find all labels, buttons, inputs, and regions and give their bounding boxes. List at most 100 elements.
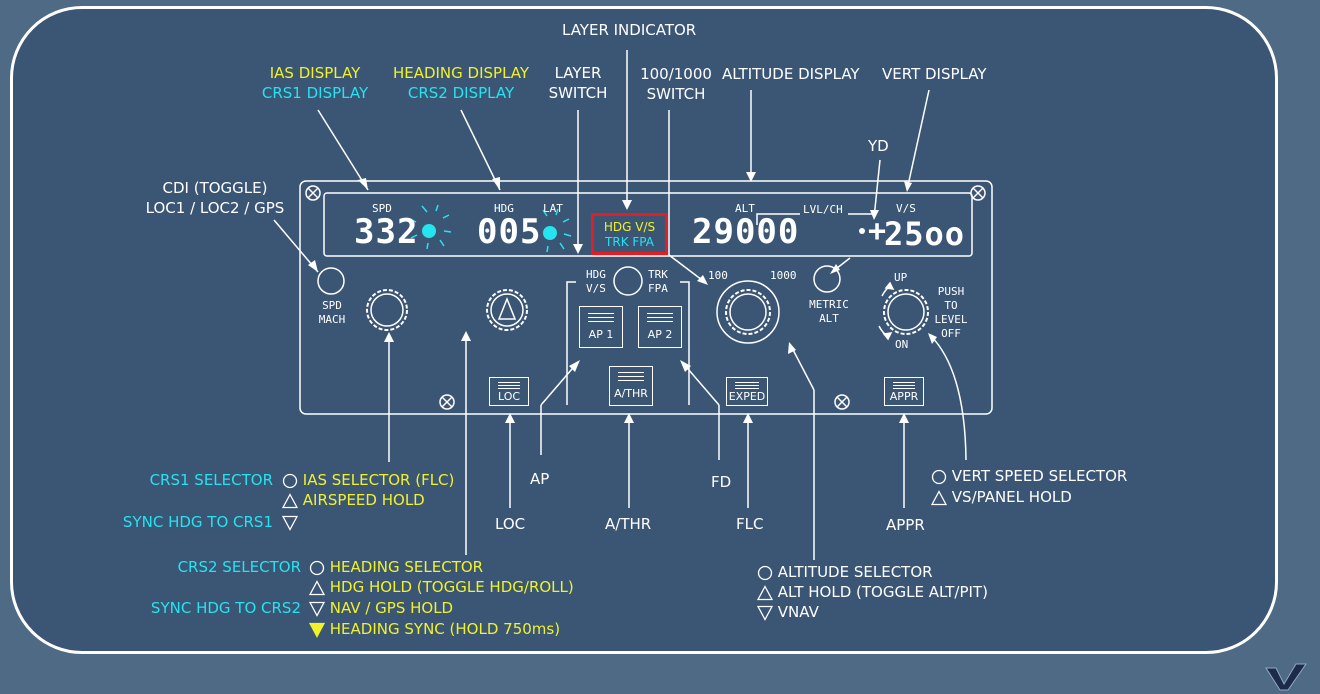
ias-selector-label: IAS SELECTOR (FLC) <box>302 471 455 489</box>
push-level-off-label: PUSH TO LEVEL OFF <box>934 285 968 341</box>
hdg-hold-label: HDG HOLD (TOGGLE HDG/ROLL) <box>329 578 574 596</box>
layer-switch-label-2: SWITCH <box>548 84 608 102</box>
vs-sign: + <box>868 214 888 249</box>
airspeed-hold-label: AIRSPEED HOLD <box>302 491 425 509</box>
ias-display-label: IAS DISPLAY <box>269 64 361 82</box>
metric-alt-label: METRIC ALT <box>808 298 850 326</box>
lat-label: LAT <box>543 202 563 215</box>
spd-knob <box>366 289 408 331</box>
triangle-up-icon <box>282 492 298 508</box>
exped-button[interactable]: EXPED <box>726 377 768 406</box>
ap1-button-label: AP 1 <box>588 328 614 341</box>
triangle-up-icon <box>931 489 947 505</box>
vert-speed-selector-label: VERT SPEED SELECTOR <box>951 467 1128 485</box>
knob-1000-label: 1000 <box>770 269 797 282</box>
push-line1: PUSH <box>937 285 965 298</box>
vnav-label: VNAV <box>777 603 819 621</box>
spd-label: SPD <box>372 202 392 215</box>
metric-alt-line1: METRIC <box>809 298 849 311</box>
appr-button-label: APPR <box>889 390 919 403</box>
spd-mach-label: SPD MACH <box>315 299 349 327</box>
altitude-display-label: ALTITUDE DISPLAY <box>722 65 860 83</box>
altitude-selector-row: ALTITUDE SELECTOR <box>757 562 933 582</box>
spd-managed-dot <box>422 224 436 238</box>
triangle-down-icon <box>757 605 773 621</box>
alt-knob-ring <box>716 280 780 344</box>
screw-icon <box>439 394 455 410</box>
hdg-value: 005 <box>477 212 542 252</box>
alt-label: ALT <box>735 202 755 215</box>
vs-panel-hold-label: VS/PANEL HOLD <box>951 488 1072 506</box>
heading-selector-label: HEADING SELECTOR <box>329 558 484 576</box>
ap-label: AP <box>530 470 550 488</box>
switch-100-1000-label-2: SWITCH <box>646 85 706 103</box>
layer-switch <box>613 266 643 296</box>
fd-label: FD <box>711 473 732 491</box>
hdg-vs-label: HDG V/S <box>586 268 606 296</box>
crs2-selector-label: CRS2 SELECTOR <box>177 558 301 576</box>
vs-dot <box>859 228 865 234</box>
on-label: ON <box>895 338 909 351</box>
triangle-up-icon <box>309 579 325 595</box>
athr-label: A/THR <box>605 515 652 533</box>
heading-sync-row: HEADING SYNC (HOLD 750ms) <box>309 619 560 639</box>
vnav-row: VNAV <box>757 602 819 622</box>
heading-display-label: HEADING DISPLAY <box>392 64 530 82</box>
cdi-label-1: CDI (TOGGLE) <box>162 179 268 197</box>
airspeed-hold-row: AIRSPEED HOLD <box>282 490 425 510</box>
display-window <box>323 192 973 257</box>
ap2-button-label: AP 2 <box>647 328 673 341</box>
circle-icon <box>757 565 773 580</box>
circle-icon <box>282 473 298 488</box>
altitude-selector-label: ALTITUDE SELECTOR <box>777 563 933 581</box>
spd-mach-line1: SPD <box>322 299 342 312</box>
lvl-ch-label: LVL/CH <box>803 203 843 216</box>
hdg-hold-row: HDG HOLD (TOGGLE HDG/ROLL) <box>309 577 574 597</box>
ias-selector-row: IAS SELECTOR (FLC) <box>282 470 454 490</box>
trk-fpa-label: TRK FPA <box>648 268 668 296</box>
circle-icon <box>309 560 325 575</box>
hdg-managed-dot <box>543 226 557 240</box>
spd-mach-line2: MACH <box>318 313 346 326</box>
layer-indicator-annunciator: HDG V/S TRK FPA <box>591 213 668 255</box>
metric-alt-line2: ALT <box>819 312 839 325</box>
push-line4: OFF <box>941 327 961 340</box>
filled-triangle-down-icon <box>309 622 325 638</box>
flc-label: FLC <box>736 515 764 533</box>
vert-display-label: VERT DISPLAY <box>882 65 987 83</box>
ap2-button[interactable]: AP 2 <box>638 306 682 348</box>
triangle-up-icon <box>757 584 773 600</box>
heading-selector-row: HEADING SELECTOR <box>309 557 483 577</box>
up-label: UP <box>894 271 908 284</box>
hdg-label: HDG <box>494 202 514 215</box>
alt-hold-row: ALT HOLD (TOGGLE ALT/PIT) <box>757 582 988 602</box>
alt-hold-label: ALT HOLD (TOGGLE ALT/PIT) <box>777 583 988 601</box>
switch-100-1000-label-1: 100/1000 <box>640 65 712 83</box>
screw-icon <box>970 185 986 201</box>
triangle-down-icon <box>309 601 325 617</box>
appr-label: APPR <box>886 516 925 534</box>
screw-icon <box>834 394 850 410</box>
nav-gps-hold-label: NAV / GPS HOLD <box>329 599 454 617</box>
trk-fpa-line1: TRK <box>648 268 668 281</box>
vs-knob <box>883 289 929 335</box>
yd-label: YD <box>868 137 889 155</box>
vert-speed-selector-row: VERT SPEED SELECTOR <box>931 466 1127 486</box>
sync-hdg-crs1-label: SYNC HDG TO CRS1 <box>122 513 273 531</box>
annunc-trk-fpa: TRK FPA <box>605 235 654 249</box>
sync-hdg-crs1-icon-row <box>282 512 298 532</box>
spd-value: 332 <box>354 212 419 252</box>
heading-sync-label: HEADING SYNC (HOLD 750ms) <box>329 620 561 638</box>
circle-icon <box>931 469 947 484</box>
crs1-selector-label: CRS1 SELECTOR <box>149 471 273 489</box>
hdg-vs-line1: HDG <box>586 268 606 281</box>
athr-button[interactable]: A/THR <box>609 366 653 406</box>
panel-outline <box>299 180 993 415</box>
push-line3: LEVEL <box>934 313 968 326</box>
vs-value: 25oo <box>884 215 966 253</box>
loc-button[interactable]: LOC <box>489 377 529 406</box>
appr-button[interactable]: APPR <box>884 377 924 406</box>
ap1-button[interactable]: AP 1 <box>579 306 623 348</box>
brand-logo-icon <box>1265 663 1307 691</box>
